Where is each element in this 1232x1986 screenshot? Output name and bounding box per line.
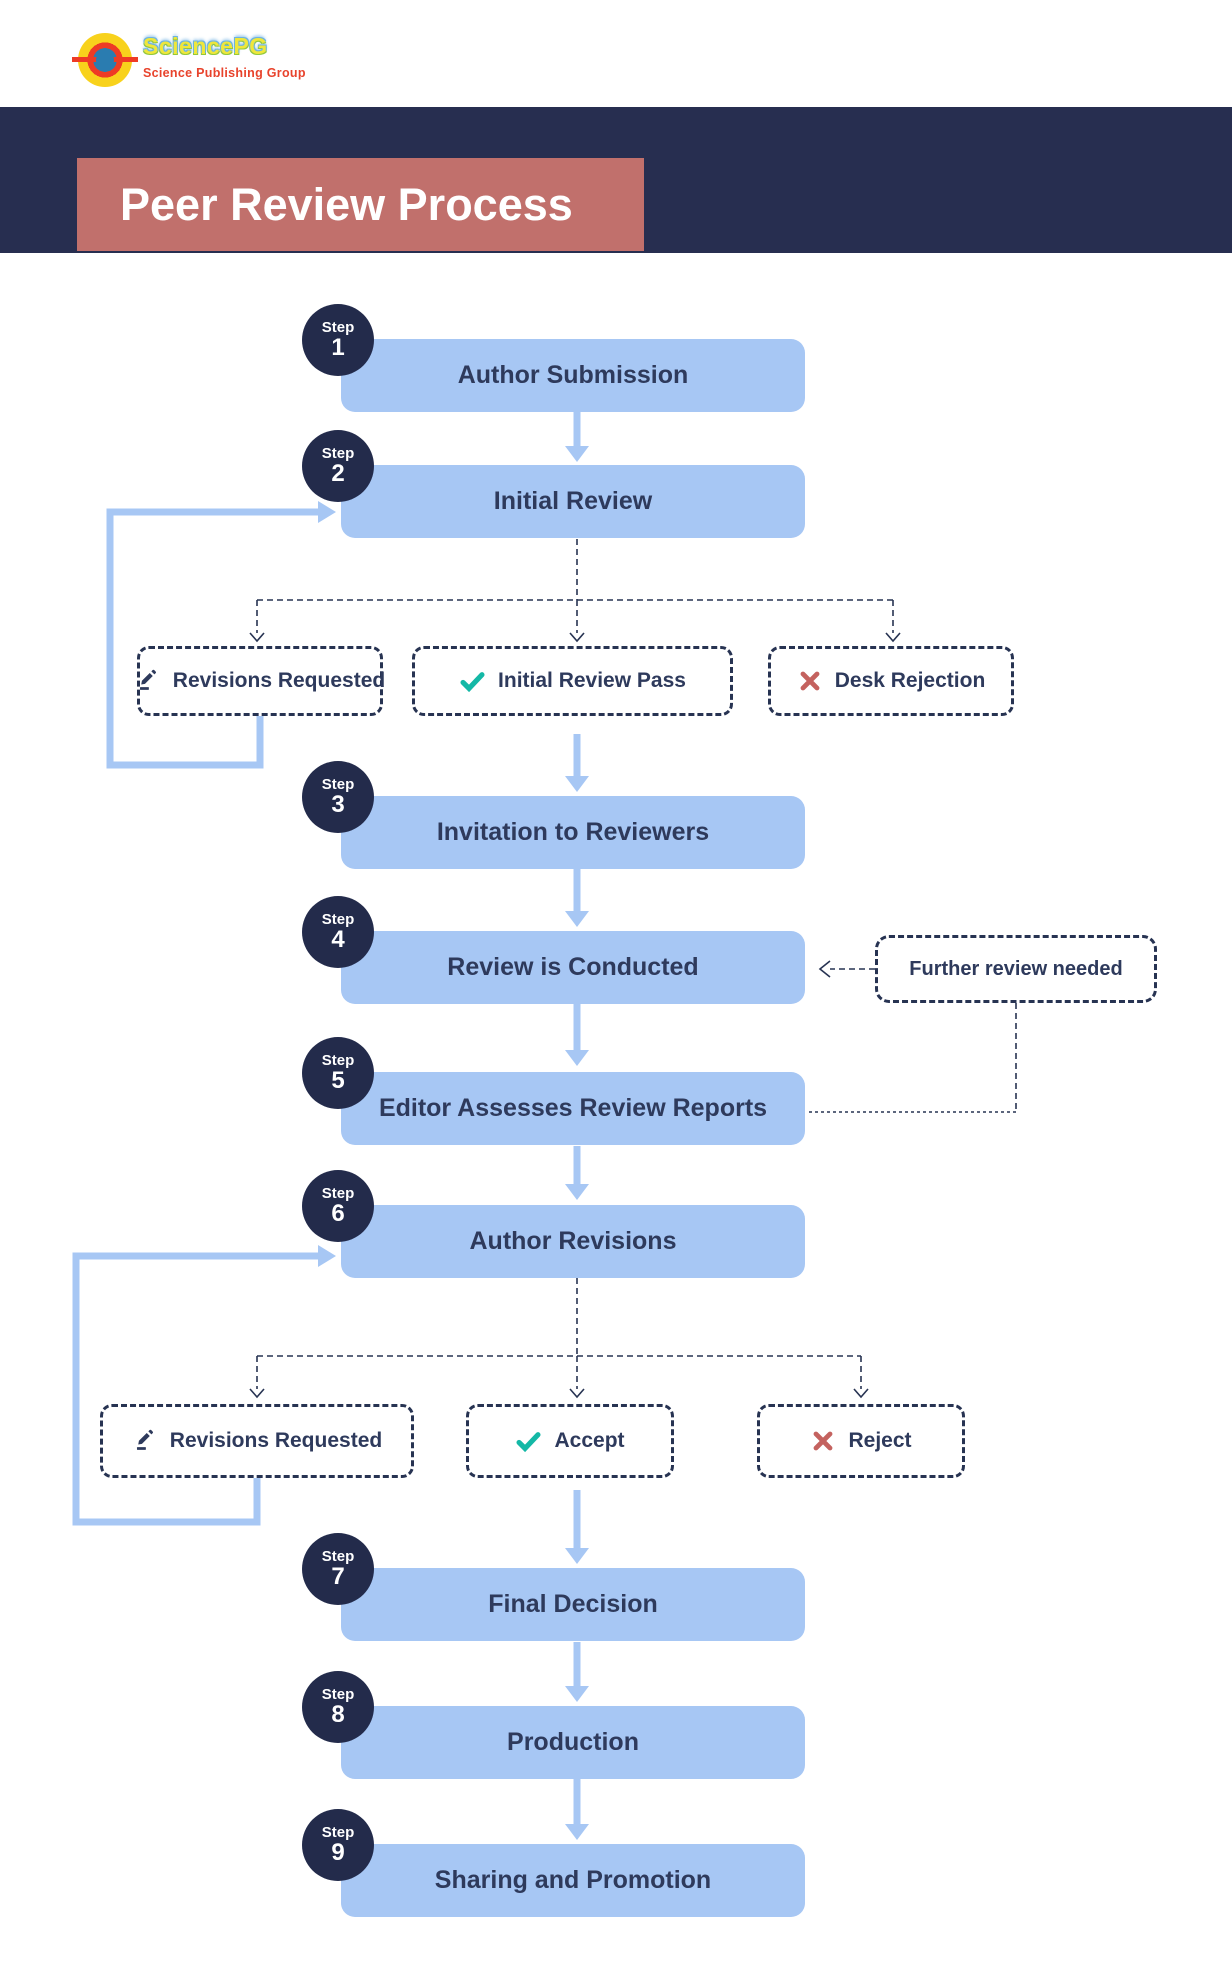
step-1-box: Author Submission <box>341 339 805 412</box>
step-5-badge: Step 5 <box>302 1037 374 1109</box>
step-5-box: Editor Assesses Review Reports <box>341 1072 805 1145</box>
step-2-box: Initial Review <box>341 465 805 538</box>
step-label: Step <box>321 318 355 336</box>
step-9-badge: Step 9 <box>302 1809 374 1881</box>
step-8-badge: Step 8 <box>302 1671 374 1743</box>
step-label: Step <box>321 444 355 462</box>
outcome-label: Accept <box>554 1429 625 1452</box>
step-8-title: Production <box>507 1728 639 1756</box>
step-7-badge: Step 7 <box>302 1533 374 1605</box>
step-5-title: Editor Assesses Review Reports <box>378 1094 768 1122</box>
outcome-label: Revisions Requested <box>172 669 386 692</box>
step-number: 7 <box>331 1563 345 1591</box>
pencil-icon <box>132 1428 158 1454</box>
page-title: Peer Review Process <box>120 179 573 230</box>
step-6-box: Author Revisions <box>341 1205 805 1278</box>
step-2-title: Initial Review <box>493 487 653 515</box>
outcome-revisions-requested-initial: Revisions Requested <box>135 646 386 716</box>
step-4-title: Review is Conducted <box>447 953 699 981</box>
step-number: 2 <box>331 460 345 488</box>
outcome-revisions-requested-decision: Revisions Requested <box>100 1404 414 1478</box>
step-8-box: Production <box>341 1706 805 1779</box>
x-icon <box>797 668 823 694</box>
step-6-title: Author Revisions <box>469 1227 677 1255</box>
step-number: 4 <box>331 926 345 954</box>
step-number: 9 <box>331 1839 345 1867</box>
step-number: 6 <box>331 1200 345 1228</box>
step-1-title: Author Submission <box>457 361 689 389</box>
step-4-badge: Step 4 <box>302 896 374 968</box>
step-number: 1 <box>331 334 345 362</box>
further-review-label: Further review needed <box>909 957 1123 980</box>
title-box: Peer Review Process <box>77 158 644 251</box>
step-label: Step <box>321 1051 355 1069</box>
step-number: 3 <box>331 791 345 819</box>
outcome-reject: Reject <box>757 1404 965 1478</box>
check-icon <box>459 668 486 695</box>
step-number: 5 <box>331 1067 345 1095</box>
step-number: 8 <box>331 1701 345 1729</box>
step-9-title: Sharing and Promotion <box>434 1866 712 1894</box>
step-6-badge: Step 6 <box>302 1170 374 1242</box>
step-3-title: Invitation to Reviewers <box>436 818 710 846</box>
step-label: Step <box>321 775 355 793</box>
step-2-badge: Step 2 <box>302 430 374 502</box>
banner: Peer Review Process <box>0 107 1232 253</box>
step-label: Step <box>321 910 355 928</box>
brand-name: SciencePG <box>143 33 268 59</box>
logo-center-dot <box>96 51 114 69</box>
further-review-note: Further review needed <box>875 935 1157 1003</box>
outcome-label: Initial Review Pass <box>498 669 686 692</box>
step-9-box: Sharing and Promotion <box>341 1844 805 1917</box>
step-4-box: Review is Conducted <box>341 931 805 1004</box>
step-7-box: Final Decision <box>341 1568 805 1641</box>
step-3-box: Invitation to Reviewers <box>341 796 805 869</box>
outcome-desk-rejection: Desk Rejection <box>768 646 1014 716</box>
step-1-badge: Step 1 <box>302 304 374 376</box>
step-label: Step <box>321 1547 355 1565</box>
check-icon <box>515 1428 542 1455</box>
step-label: Step <box>321 1685 355 1703</box>
outcome-label: Revisions Requested <box>169 1429 383 1452</box>
outcome-label: Desk Rejection <box>834 669 986 692</box>
x-icon <box>810 1428 836 1454</box>
outcome-label: Reject <box>848 1429 912 1452</box>
step-label: Step <box>321 1184 355 1202</box>
brand-tagline: Science Publishing Group <box>143 66 306 80</box>
outcome-accept: Accept <box>466 1404 674 1478</box>
step-3-badge: Step 3 <box>302 761 374 833</box>
header-bar: SciencePG Science Publishing Group <box>0 0 1232 107</box>
step-label: Step <box>321 1823 355 1841</box>
step-7-title: Final Decision <box>488 1590 658 1618</box>
pencil-icon <box>135 668 161 694</box>
outcome-initial-review-pass: Initial Review Pass <box>412 646 733 716</box>
